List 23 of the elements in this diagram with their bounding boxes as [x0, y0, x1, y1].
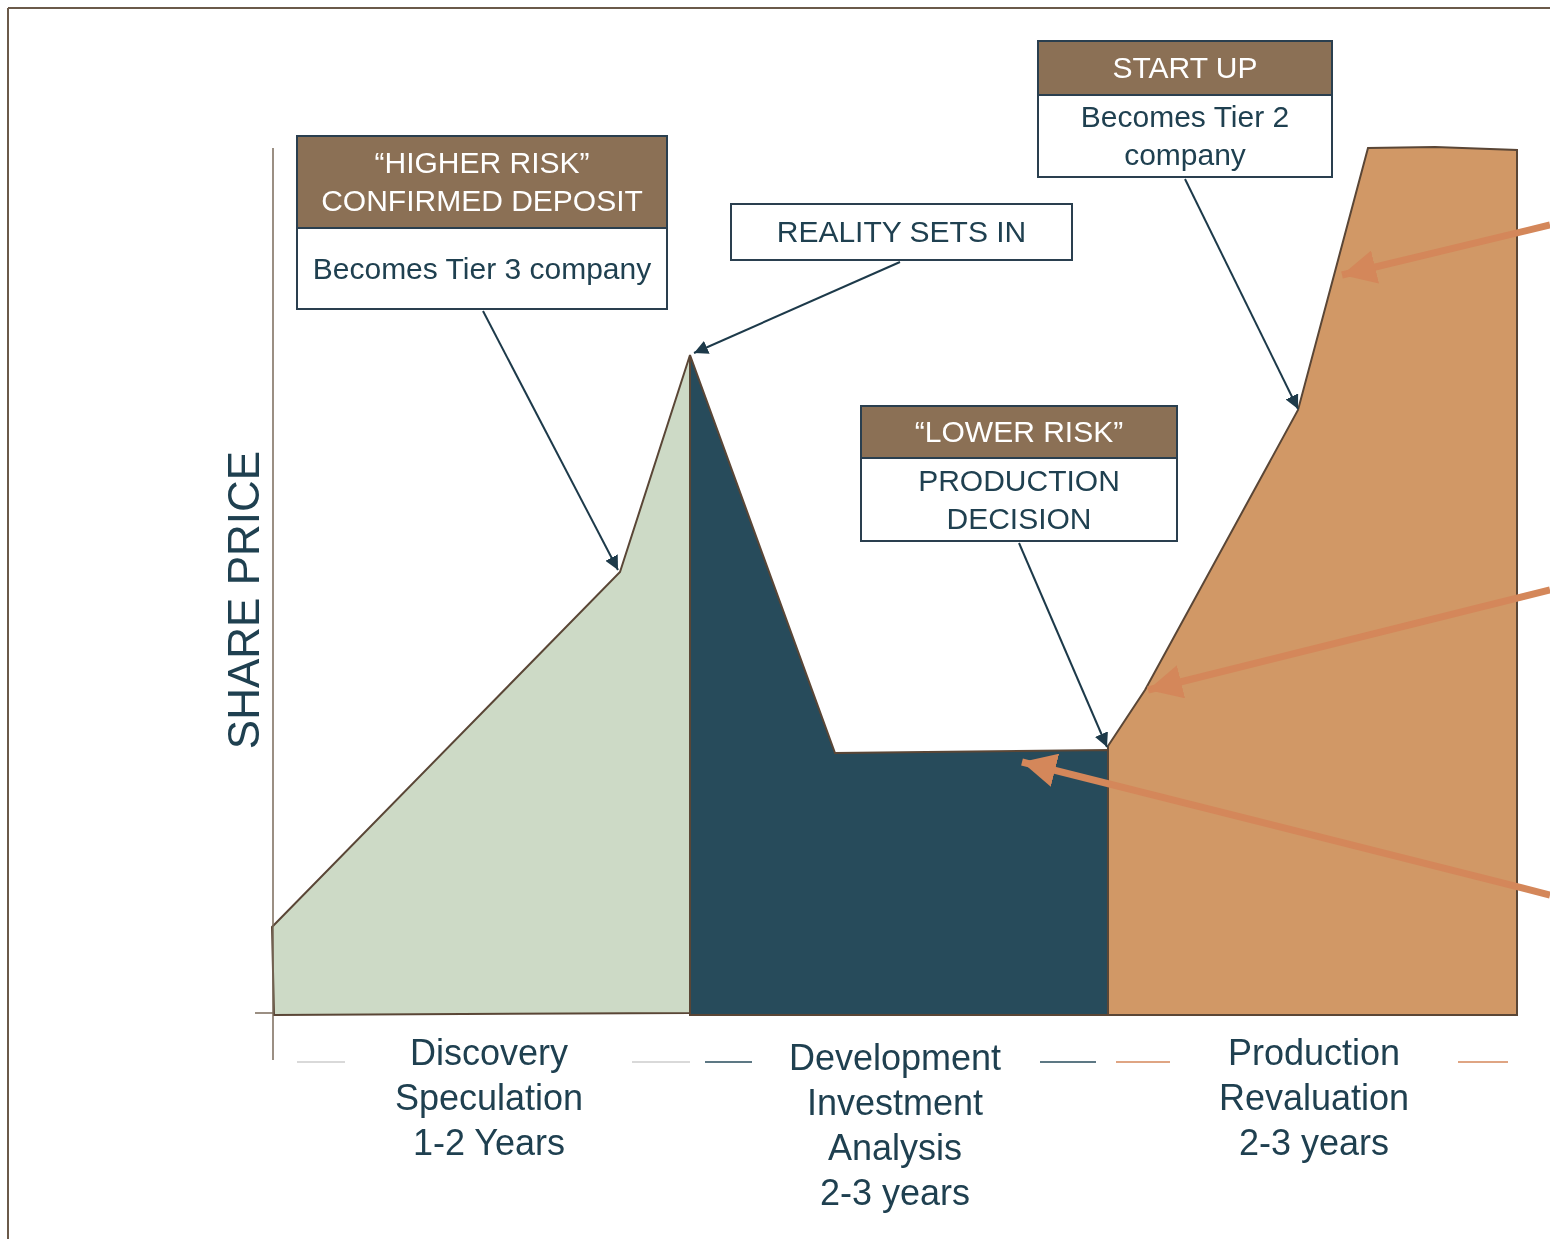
phase-label: Discovery Speculation 1-2 Years	[393, 1031, 585, 1165]
arrow	[1341, 221, 1550, 284]
callout-heading: “LOWER RISK”	[862, 407, 1176, 459]
arrow	[1147, 586, 1550, 699]
phase-label: Production Revaluation 2-3 years	[1217, 1031, 1411, 1165]
price-area	[271, 354, 691, 1016]
callout-text: Becomes Tier 3 company	[311, 250, 653, 287]
phase-label: Development Investment Analysis 2-3 years	[787, 1036, 1003, 1215]
callout-box	[1037, 40, 1333, 178]
callout-text: PRODUCTION DECISION	[917, 462, 1121, 537]
callout-heading: “HIGHER RISK” CONFIRMED DEPOSIT	[298, 137, 666, 229]
arrow	[1018, 542, 1108, 748]
arrow	[482, 310, 619, 571]
callout-heading: START UP	[1039, 42, 1331, 96]
callout-text: REALITY SETS IN	[775, 214, 1028, 250]
callout-box	[296, 135, 668, 310]
arrow	[693, 261, 901, 354]
callout-box	[730, 203, 1073, 261]
arrow	[1184, 178, 1299, 410]
arrow	[1021, 753, 1550, 899]
axis-title: SHARE PRICE	[220, 450, 266, 750]
callout-box	[860, 405, 1178, 542]
callout-text: Becomes Tier 2 company	[1079, 99, 1291, 173]
